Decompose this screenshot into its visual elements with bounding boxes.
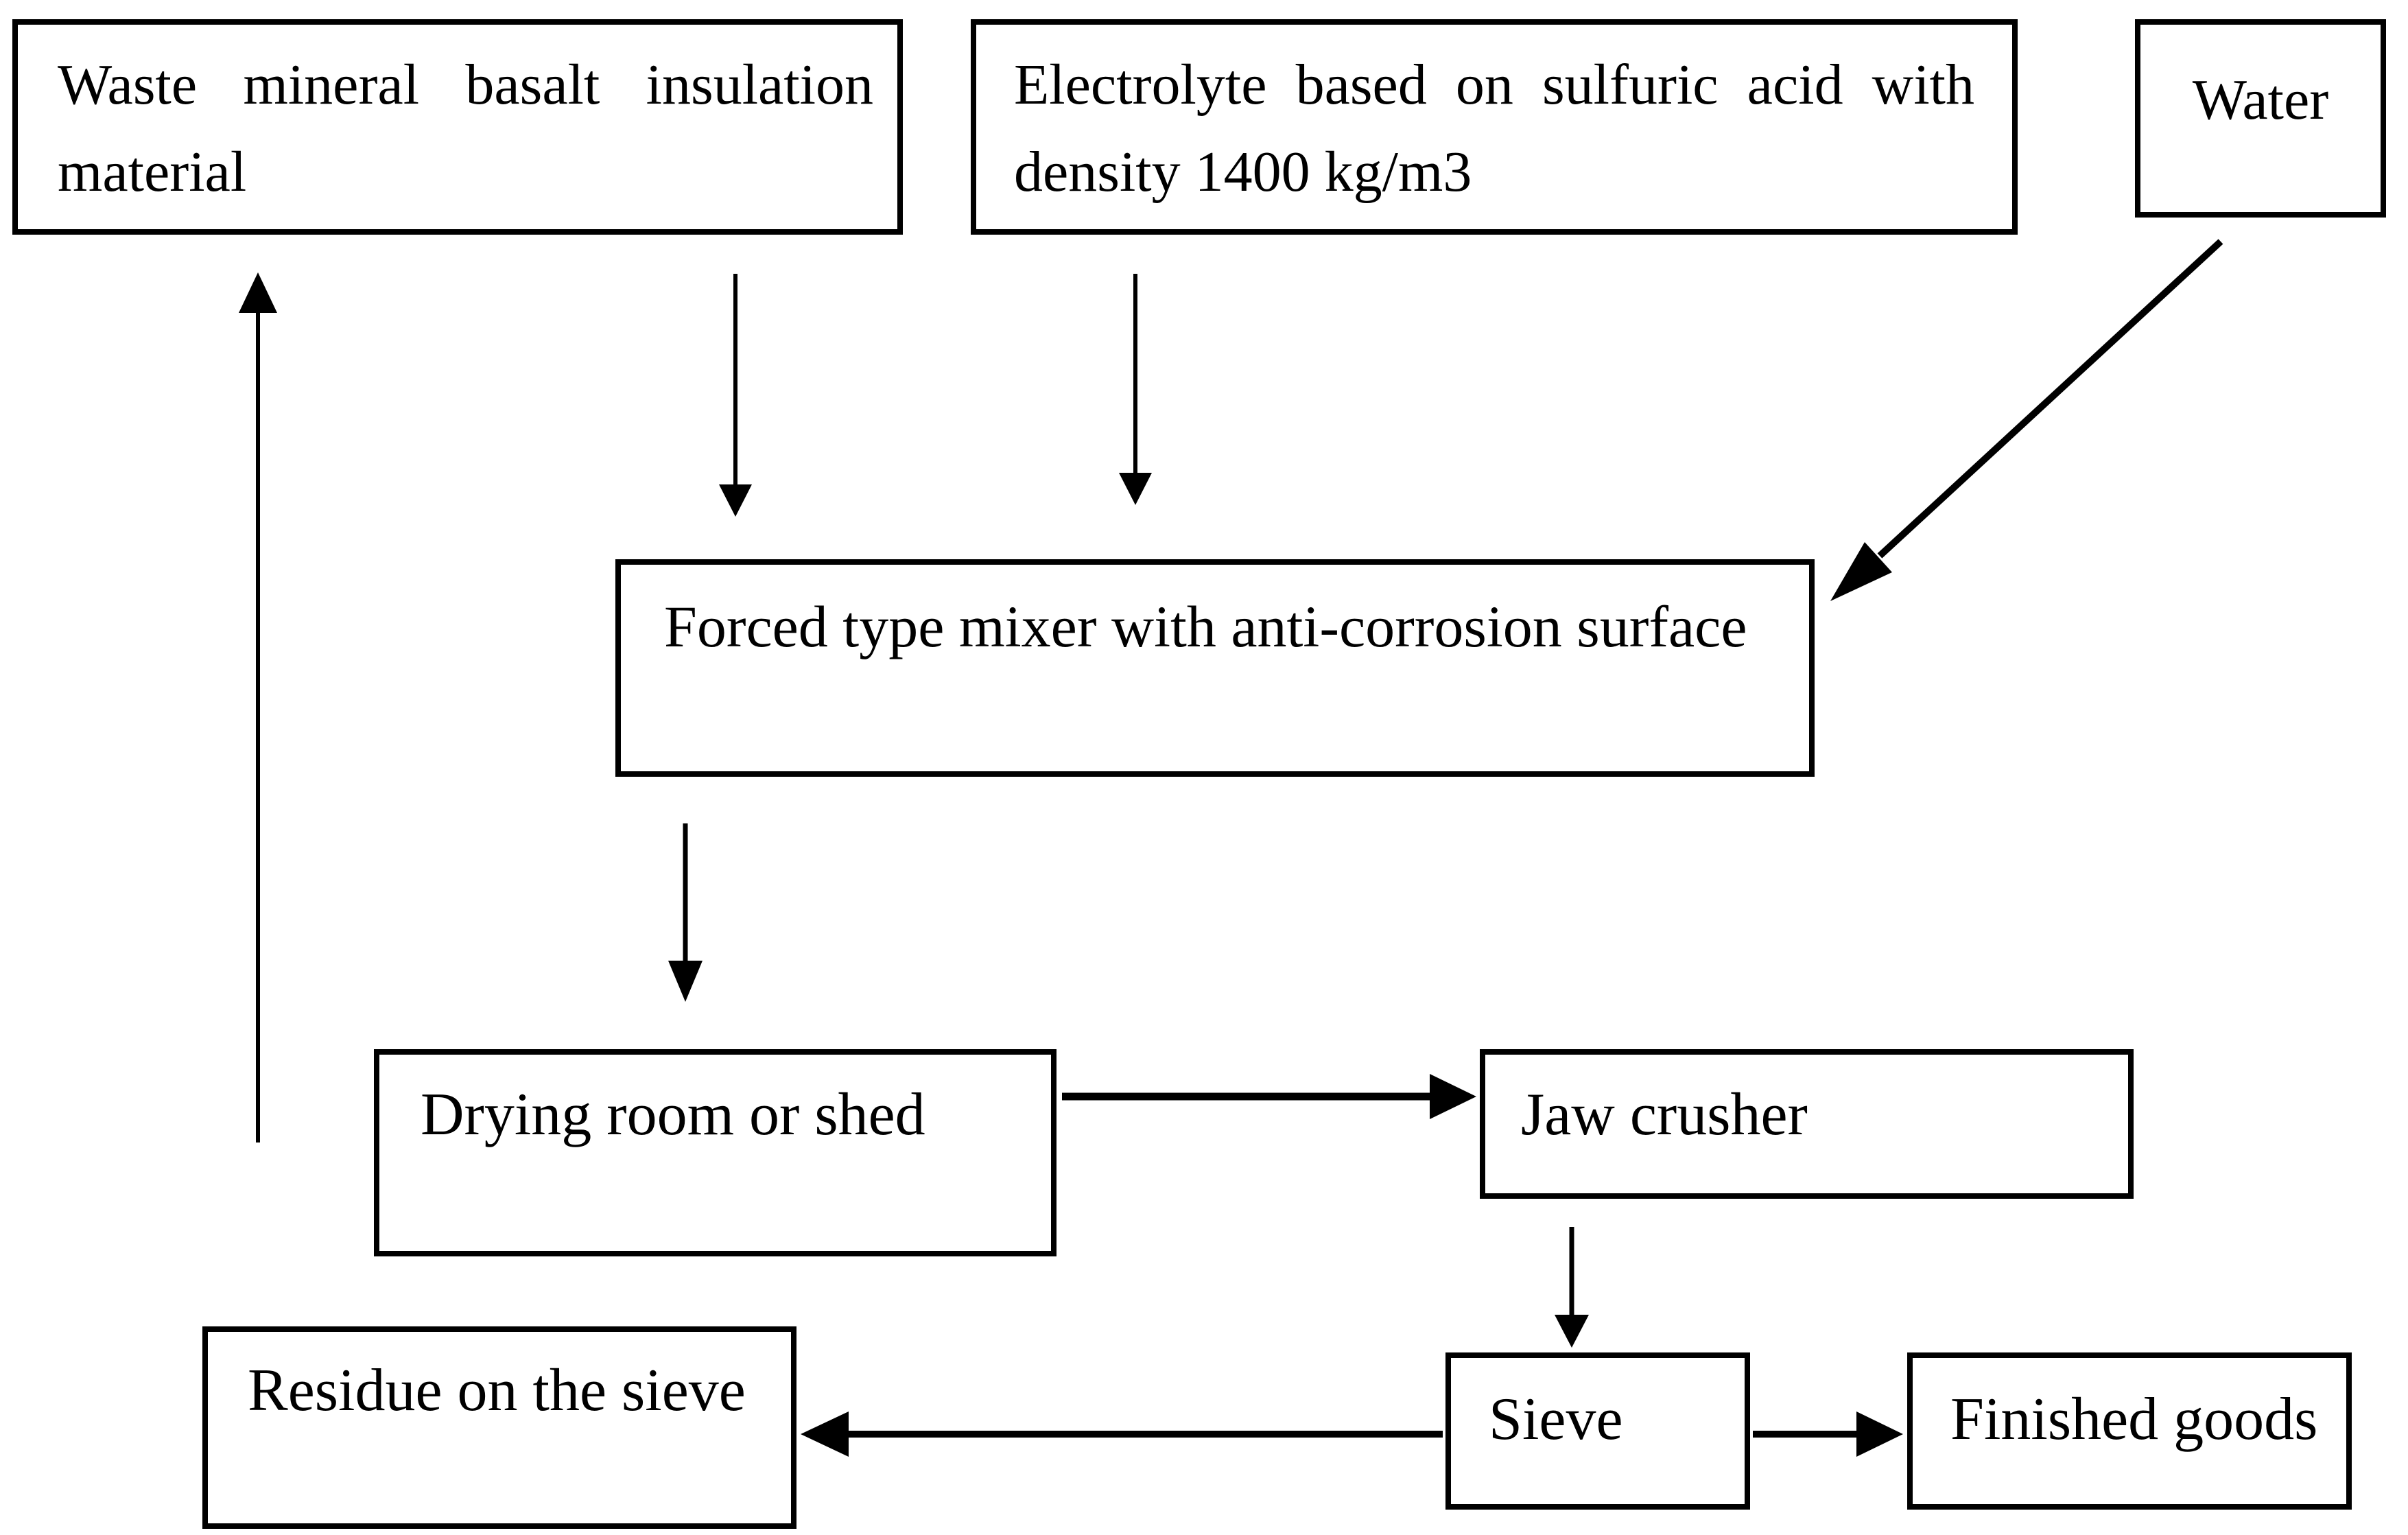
node-electrolyte-line-1: Electrolyte based on sulfuric acid with bbox=[1014, 53, 1974, 117]
node-jaw-label: Jaw crusher bbox=[1521, 1081, 1808, 1148]
arrow-sieve-to-residue bbox=[801, 1411, 1443, 1457]
node-water-label: Water bbox=[2192, 68, 2329, 132]
node-waste-line-2: material bbox=[58, 140, 247, 204]
node-waste-line-1: Waste mineral basalt insulation bbox=[58, 53, 873, 117]
arrow-sieve-to-finished bbox=[1753, 1411, 1903, 1457]
arrow-residue-to-waste bbox=[239, 272, 277, 1143]
node-drying-room: Drying room or shed bbox=[374, 1049, 1057, 1256]
node-water: Water bbox=[2135, 19, 2386, 218]
node-electrolyte: Electrolyte based on sulfuric acid with … bbox=[971, 19, 2018, 235]
node-sieve-label: Sieve bbox=[1489, 1386, 1623, 1453]
node-finished-label: Finished goods bbox=[1950, 1386, 2318, 1453]
arrow-mixer-to-drying bbox=[668, 823, 703, 1002]
node-jaw-crusher: Jaw crusher bbox=[1480, 1049, 2134, 1199]
node-forced-type-mixer: Forced type mixer with anti-corrosion su… bbox=[615, 559, 1815, 777]
arrow-jaw-to-sieve bbox=[1555, 1227, 1589, 1348]
arrow-water-to-mixer bbox=[1830, 239, 2223, 601]
node-waste-mineral-basalt: Waste mineral basalt insulation material bbox=[12, 19, 903, 235]
node-mixer-label: Forced type mixer with anti-corrosion su… bbox=[664, 594, 1747, 659]
arrow-waste-to-mixer bbox=[719, 274, 752, 517]
arrow-electrolyte-to-mixer bbox=[1119, 274, 1152, 505]
node-finished-goods: Finished goods bbox=[1907, 1352, 2352, 1510]
node-sieve: Sieve bbox=[1445, 1352, 1750, 1510]
node-residue-on-sieve: Residue on the sieve bbox=[202, 1326, 796, 1529]
node-residue-label: Residue on the sieve bbox=[248, 1357, 746, 1424]
arrow-drying-to-jaw bbox=[1062, 1074, 1476, 1119]
node-drying-label: Drying room or shed bbox=[421, 1081, 925, 1148]
node-electrolyte-line-2: density 1400 kg/m3 bbox=[1014, 140, 1472, 204]
